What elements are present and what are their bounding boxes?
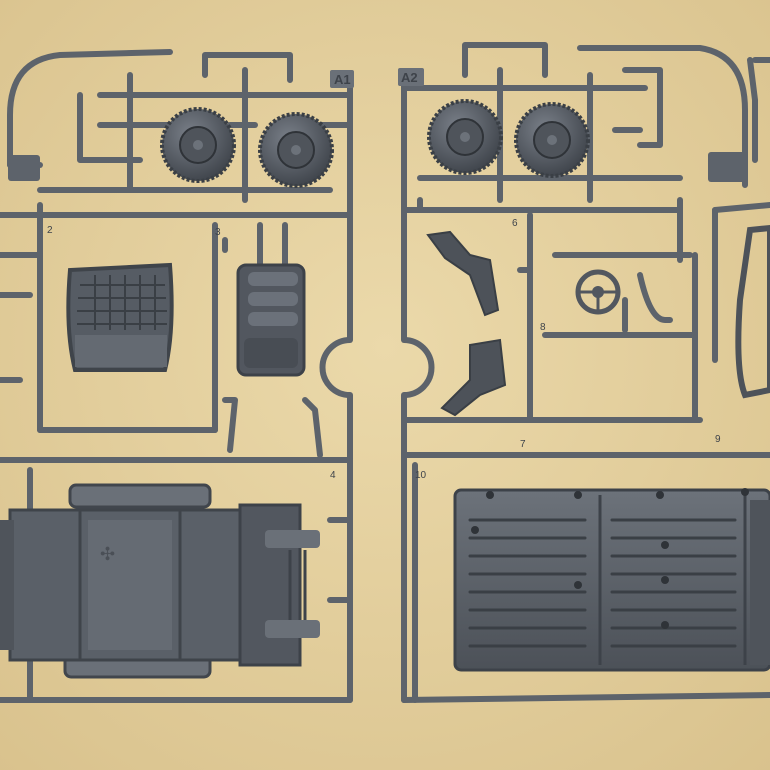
sprue-notch-right [403, 337, 435, 398]
part-number-label: 7 [520, 439, 526, 450]
part-number-label: 10 [415, 470, 427, 481]
tire-part-4 [514, 102, 590, 178]
part-number-label: 9 [715, 434, 721, 445]
corner-bracket-part-right [708, 152, 746, 182]
frame-right-code-label: A2 [401, 70, 418, 85]
part-number-label: 3 [215, 227, 221, 238]
part-number-label: 4 [330, 470, 336, 481]
tire-part-1 [160, 107, 236, 183]
cargo-rack-part [66, 262, 174, 372]
part-number-label: 6 [512, 218, 518, 229]
tire-part-3 [427, 99, 503, 175]
floor-plate-part [453, 488, 770, 672]
frame-right-code-tag: A2 [398, 68, 424, 86]
part-number-label: 8 [540, 322, 546, 333]
frame-left-code-label: A1 [334, 72, 351, 87]
chassis-part: ✣ [0, 483, 320, 679]
frame-left-code-tag: A1 [330, 70, 354, 88]
tire-part-2 [258, 112, 334, 188]
steering-wheel-part [575, 269, 621, 315]
sprue-frame-right [401, 42, 770, 703]
chassis-emblem-icon: ✣ [100, 544, 115, 564]
sprue-frame-left [0, 49, 353, 703]
suspension-arm-part-1 [426, 230, 500, 317]
seat-part [236, 263, 306, 377]
suspension-arm-part-2 [440, 338, 507, 417]
corner-bracket-part [8, 155, 40, 181]
sprue-notch-left [319, 337, 351, 398]
part-number-label: 2 [47, 225, 53, 236]
roll-cage-part [735, 224, 770, 399]
